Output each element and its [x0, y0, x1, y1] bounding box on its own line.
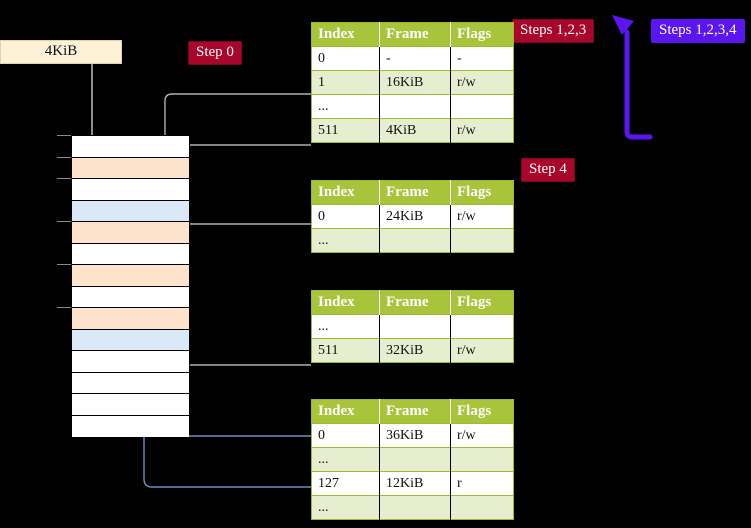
step-0-badge: Step 0 — [188, 41, 242, 65]
cell-frame: 32KiB — [379, 338, 451, 363]
frame-4kib-box: 4KiB — [0, 40, 122, 64]
cell-flags — [450, 94, 514, 119]
memory-tick — [57, 307, 71, 308]
memory-frame-row — [72, 222, 189, 244]
table-row: ... — [311, 94, 514, 119]
memory-tick — [57, 178, 71, 179]
memory-frame-row — [72, 329, 189, 351]
steps-1234-badge: Steps 1,2,3,4 — [651, 19, 745, 43]
memory-frame-row — [72, 415, 189, 437]
cell-frame — [379, 495, 451, 520]
memory-tick — [57, 221, 71, 222]
cell-flags: r/w — [450, 423, 514, 448]
cell-frame — [379, 94, 451, 119]
cell-flags: r/w — [450, 338, 514, 363]
memory-frame-row — [72, 265, 189, 287]
cell-flags — [450, 228, 514, 253]
memory-tick — [57, 135, 71, 136]
cell-frame: 36KiB — [379, 423, 451, 448]
column-header-frame: Frame — [379, 22, 451, 47]
column-header-index: Index — [311, 399, 380, 424]
cell-flags: r — [450, 471, 514, 496]
step-4-badge: Step 4 — [521, 158, 575, 182]
cell-index: 0 — [311, 46, 380, 71]
cell-frame: 12KiB — [379, 471, 451, 496]
memory-frame-row — [72, 286, 189, 308]
cell-frame — [379, 314, 451, 339]
cell-index: ... — [311, 447, 380, 472]
cell-flags: r/w — [450, 70, 514, 95]
cell-index: 511 — [311, 118, 380, 143]
physical-memory-column — [71, 135, 190, 437]
column-header-flags: Flags — [450, 180, 514, 205]
column-header-flags: Flags — [450, 399, 514, 424]
column-header-index: Index — [311, 22, 380, 47]
memory-frame-row — [72, 394, 189, 416]
table-row: ... — [311, 314, 514, 339]
column-header-frame: Frame — [379, 399, 451, 424]
cell-index: ... — [311, 94, 380, 119]
memory-frame-row — [72, 157, 189, 179]
table-row: 0-- — [311, 46, 514, 71]
cell-index: ... — [311, 228, 380, 253]
column-header-frame: Frame — [379, 290, 451, 315]
column-header-flags: Flags — [450, 290, 514, 315]
column-header-flags: Flags — [450, 22, 514, 47]
cell-frame — [379, 228, 451, 253]
memory-frame-row — [72, 200, 189, 222]
cell-frame: 24KiB — [379, 204, 451, 229]
cell-index: 0 — [311, 423, 380, 448]
cell-frame: 16KiB — [379, 70, 451, 95]
cell-frame: - — [379, 46, 451, 71]
cell-index: ... — [311, 495, 380, 520]
table-row: ... — [311, 228, 514, 253]
memory-frame-row — [72, 308, 189, 330]
memory-frame-row — [72, 179, 189, 201]
memory-frame-row — [72, 136, 189, 158]
memory-frame-row — [72, 372, 189, 394]
frame-4kib-label: 4KiB — [44, 43, 78, 59]
cell-index: 127 — [311, 471, 380, 496]
cell-flags — [450, 495, 514, 520]
memory-tick — [57, 157, 71, 158]
cell-flags: - — [450, 46, 514, 71]
cell-flags — [450, 314, 514, 339]
cell-flags — [450, 447, 514, 472]
cell-index: 511 — [311, 338, 380, 363]
table-row: ... — [311, 495, 514, 520]
column-header-frame: Frame — [379, 180, 451, 205]
column-header-index: Index — [311, 180, 380, 205]
cell-flags: r/w — [450, 204, 514, 229]
cell-index: 1 — [311, 70, 380, 95]
cell-flags: r/w — [450, 118, 514, 143]
column-header-index: Index — [311, 290, 380, 315]
memory-frame-row — [72, 351, 189, 373]
cell-index: ... — [311, 314, 380, 339]
cell-frame: 4KiB — [379, 118, 451, 143]
memory-tick — [57, 264, 71, 265]
steps-123-badge: Steps 1,2,3 — [512, 19, 595, 43]
memory-frame-row — [72, 243, 189, 265]
cell-frame — [379, 447, 451, 472]
cell-index: 0 — [311, 204, 380, 229]
table-row: ... — [311, 447, 514, 472]
